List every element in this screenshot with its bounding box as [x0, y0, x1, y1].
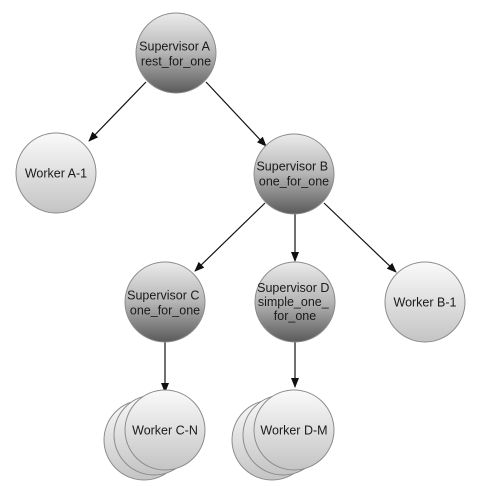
node-worker-cn-stack: Worker C-N [103, 389, 206, 481]
worker-a1-circle [15, 132, 97, 214]
supervisor-d-label-line: simple_one_ [258, 295, 330, 309]
node-supervisor-b: Supervisor B one_for_one [253, 133, 335, 215]
edge-a-to-worker-a1 [88, 81, 147, 142]
node-worker-dm-stack: Worker D-M [231, 389, 335, 481]
edge-b-to-supervisor-c [194, 202, 266, 272]
node-worker-a1: Worker A-1 [15, 132, 97, 214]
node-supervisor-d: Supervisor D simple_one_ for_one [254, 261, 336, 343]
worker-cn-circle [124, 389, 206, 471]
worker-b1-label-line: Worker B-1 [394, 296, 457, 310]
supervisor-a-label-line: Supervisor A [139, 40, 211, 54]
supervisor-d-label-line: for_one [274, 309, 316, 323]
supervisor-b-label: Supervisor B one_for_one [256, 160, 331, 189]
worker-a1-label-line: Worker A-1 [25, 167, 87, 181]
edges [88, 81, 397, 393]
worker-cn-label-line: Worker C-N [132, 424, 198, 438]
supervisor-c-label-line: Supervisor C [127, 289, 199, 303]
supervisor-c-circle [124, 261, 206, 343]
worker-dm-label: Worker D-M [260, 424, 327, 438]
worker-b1-label: Worker B-1 [394, 296, 457, 310]
supervisor-a-circle [135, 12, 217, 94]
supervisor-d-circle [254, 261, 336, 343]
worker-b1-circle [384, 261, 466, 343]
node-supervisor-a: Supervisor A rest_for_one [135, 12, 217, 94]
supervisor-d-label-line: Supervisor D [257, 281, 329, 295]
worker-cn-label: Worker C-N [132, 424, 198, 438]
supervisor-a-label-line: rest_for_one [141, 55, 211, 69]
node-worker-b1: Worker B-1 [384, 261, 466, 343]
worker-dm-circle [253, 389, 335, 471]
supervisor-b-label-line: one_for_one [259, 175, 329, 189]
supervisor-a-label: Supervisor A rest_for_one [139, 40, 213, 69]
worker-dm-label-line: Worker D-M [260, 424, 327, 438]
supervisor-d-label: Supervisor D simple_one_ for_one [257, 281, 333, 323]
worker-a1-label: Worker A-1 [25, 167, 87, 181]
edge-a-to-supervisor-b [205, 81, 267, 147]
edge-b-to-worker-b1 [323, 202, 397, 273]
supervisor-b-circle [253, 133, 335, 215]
supervisor-c-label: Supervisor C one_for_one [127, 289, 203, 318]
supervisor-b-label-line: Supervisor B [256, 160, 328, 174]
node-supervisor-c: Supervisor C one_for_one [124, 261, 206, 343]
supervisor-c-label-line: one_for_one [130, 304, 200, 318]
